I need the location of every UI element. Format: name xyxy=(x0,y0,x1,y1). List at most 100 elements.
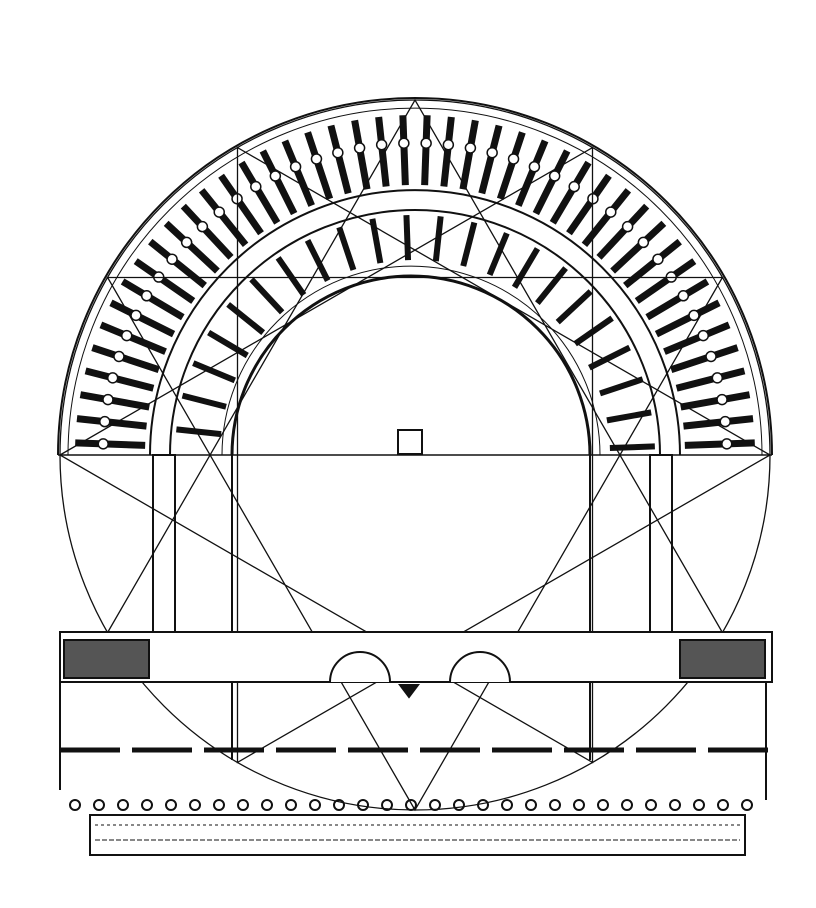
radial-wall-inner xyxy=(181,392,227,410)
pier xyxy=(102,393,114,406)
pier xyxy=(420,137,432,149)
pier xyxy=(716,393,728,406)
pier xyxy=(705,350,717,363)
column xyxy=(189,799,201,811)
pier xyxy=(711,372,724,384)
radial-wall-inner xyxy=(207,329,249,359)
radial-wall-outer xyxy=(478,124,503,195)
pier xyxy=(106,372,119,384)
pier xyxy=(99,415,111,428)
radial-wall-outer xyxy=(163,220,220,274)
pier xyxy=(250,180,262,193)
pier xyxy=(697,329,710,342)
pier xyxy=(719,415,731,428)
pier xyxy=(442,139,455,151)
pier xyxy=(398,137,410,149)
pier xyxy=(213,206,225,218)
pier xyxy=(721,438,733,450)
radial-wall-outer xyxy=(645,278,710,321)
column xyxy=(357,799,369,811)
pier xyxy=(130,309,142,322)
pier xyxy=(688,309,700,322)
left-parodos-wall-outer xyxy=(152,454,176,636)
radial-wall-outer xyxy=(421,115,431,186)
radial-wall-inner xyxy=(588,344,631,371)
pier xyxy=(652,253,664,265)
column xyxy=(381,799,393,811)
radial-wall-outer xyxy=(680,391,751,411)
outer-cavea-arc-inner xyxy=(67,107,763,456)
pier xyxy=(464,142,477,154)
radial-walls xyxy=(75,115,755,452)
column xyxy=(717,799,729,811)
radial-wall-inner xyxy=(226,302,266,335)
radial-wall-outer xyxy=(91,344,160,374)
radial-wall-outer xyxy=(496,131,526,200)
radial-wall-outer xyxy=(440,116,455,187)
column xyxy=(117,799,129,811)
radial-wall-outer xyxy=(581,188,632,247)
radial-wall-inner xyxy=(275,256,307,297)
door-marker xyxy=(398,684,420,699)
pier xyxy=(507,153,520,165)
column xyxy=(309,799,321,811)
pier xyxy=(548,170,561,182)
portico-columns xyxy=(69,799,753,811)
radial-wall-outer xyxy=(180,203,234,260)
radial-wall-inner xyxy=(486,232,510,276)
orchestra-arc xyxy=(230,274,592,456)
radial-wall-outer xyxy=(654,299,721,338)
left-hall-hatched xyxy=(63,639,150,679)
inscribed-triangle xyxy=(106,276,724,812)
portico-base xyxy=(89,814,746,856)
radial-wall-outer xyxy=(596,203,650,260)
pier xyxy=(637,236,650,249)
pier xyxy=(310,153,323,165)
pier xyxy=(605,206,617,218)
radial-wall-outer xyxy=(663,321,731,355)
radial-wall-outer xyxy=(610,220,667,274)
radial-wall-inner xyxy=(599,376,644,397)
radial-wall-outer xyxy=(515,139,549,207)
column xyxy=(141,799,153,811)
pier xyxy=(375,139,388,151)
column xyxy=(429,799,441,811)
radial-wall-outer xyxy=(198,188,249,247)
radial-wall-outer xyxy=(304,131,334,200)
pier xyxy=(353,142,366,154)
column xyxy=(261,799,273,811)
radial-wall-inner xyxy=(511,247,541,289)
column xyxy=(69,799,81,811)
radial-wall-outer xyxy=(675,367,746,392)
radial-wall-inner xyxy=(403,215,412,261)
column xyxy=(549,799,561,811)
radial-wall-outer xyxy=(79,391,150,411)
radial-wall-outer xyxy=(375,116,390,187)
radial-wall-inner xyxy=(535,266,568,306)
radial-wall-outer xyxy=(75,439,146,449)
pier xyxy=(97,438,109,450)
column xyxy=(213,799,225,811)
pier xyxy=(289,160,302,173)
pier xyxy=(269,170,282,182)
pier xyxy=(196,220,209,233)
column xyxy=(501,799,513,811)
radial-wall-outer xyxy=(634,258,697,304)
column xyxy=(621,799,633,811)
right-hall-hatched xyxy=(679,639,766,679)
column xyxy=(477,799,489,811)
column xyxy=(693,799,705,811)
radial-wall-outer xyxy=(218,173,264,236)
radial-wall-outer xyxy=(670,344,739,374)
pier xyxy=(621,220,634,233)
pier xyxy=(140,290,153,302)
pier xyxy=(180,236,193,249)
radial-wall-outer xyxy=(459,119,479,190)
radial-wall-outer xyxy=(399,115,409,186)
radial-wall-outer xyxy=(281,139,315,207)
radial-wall-outer xyxy=(148,238,207,289)
radial-wall-outer xyxy=(99,321,167,355)
column xyxy=(333,799,345,811)
radial-wall-outer xyxy=(133,258,196,304)
radial-wall-outer xyxy=(549,160,592,225)
